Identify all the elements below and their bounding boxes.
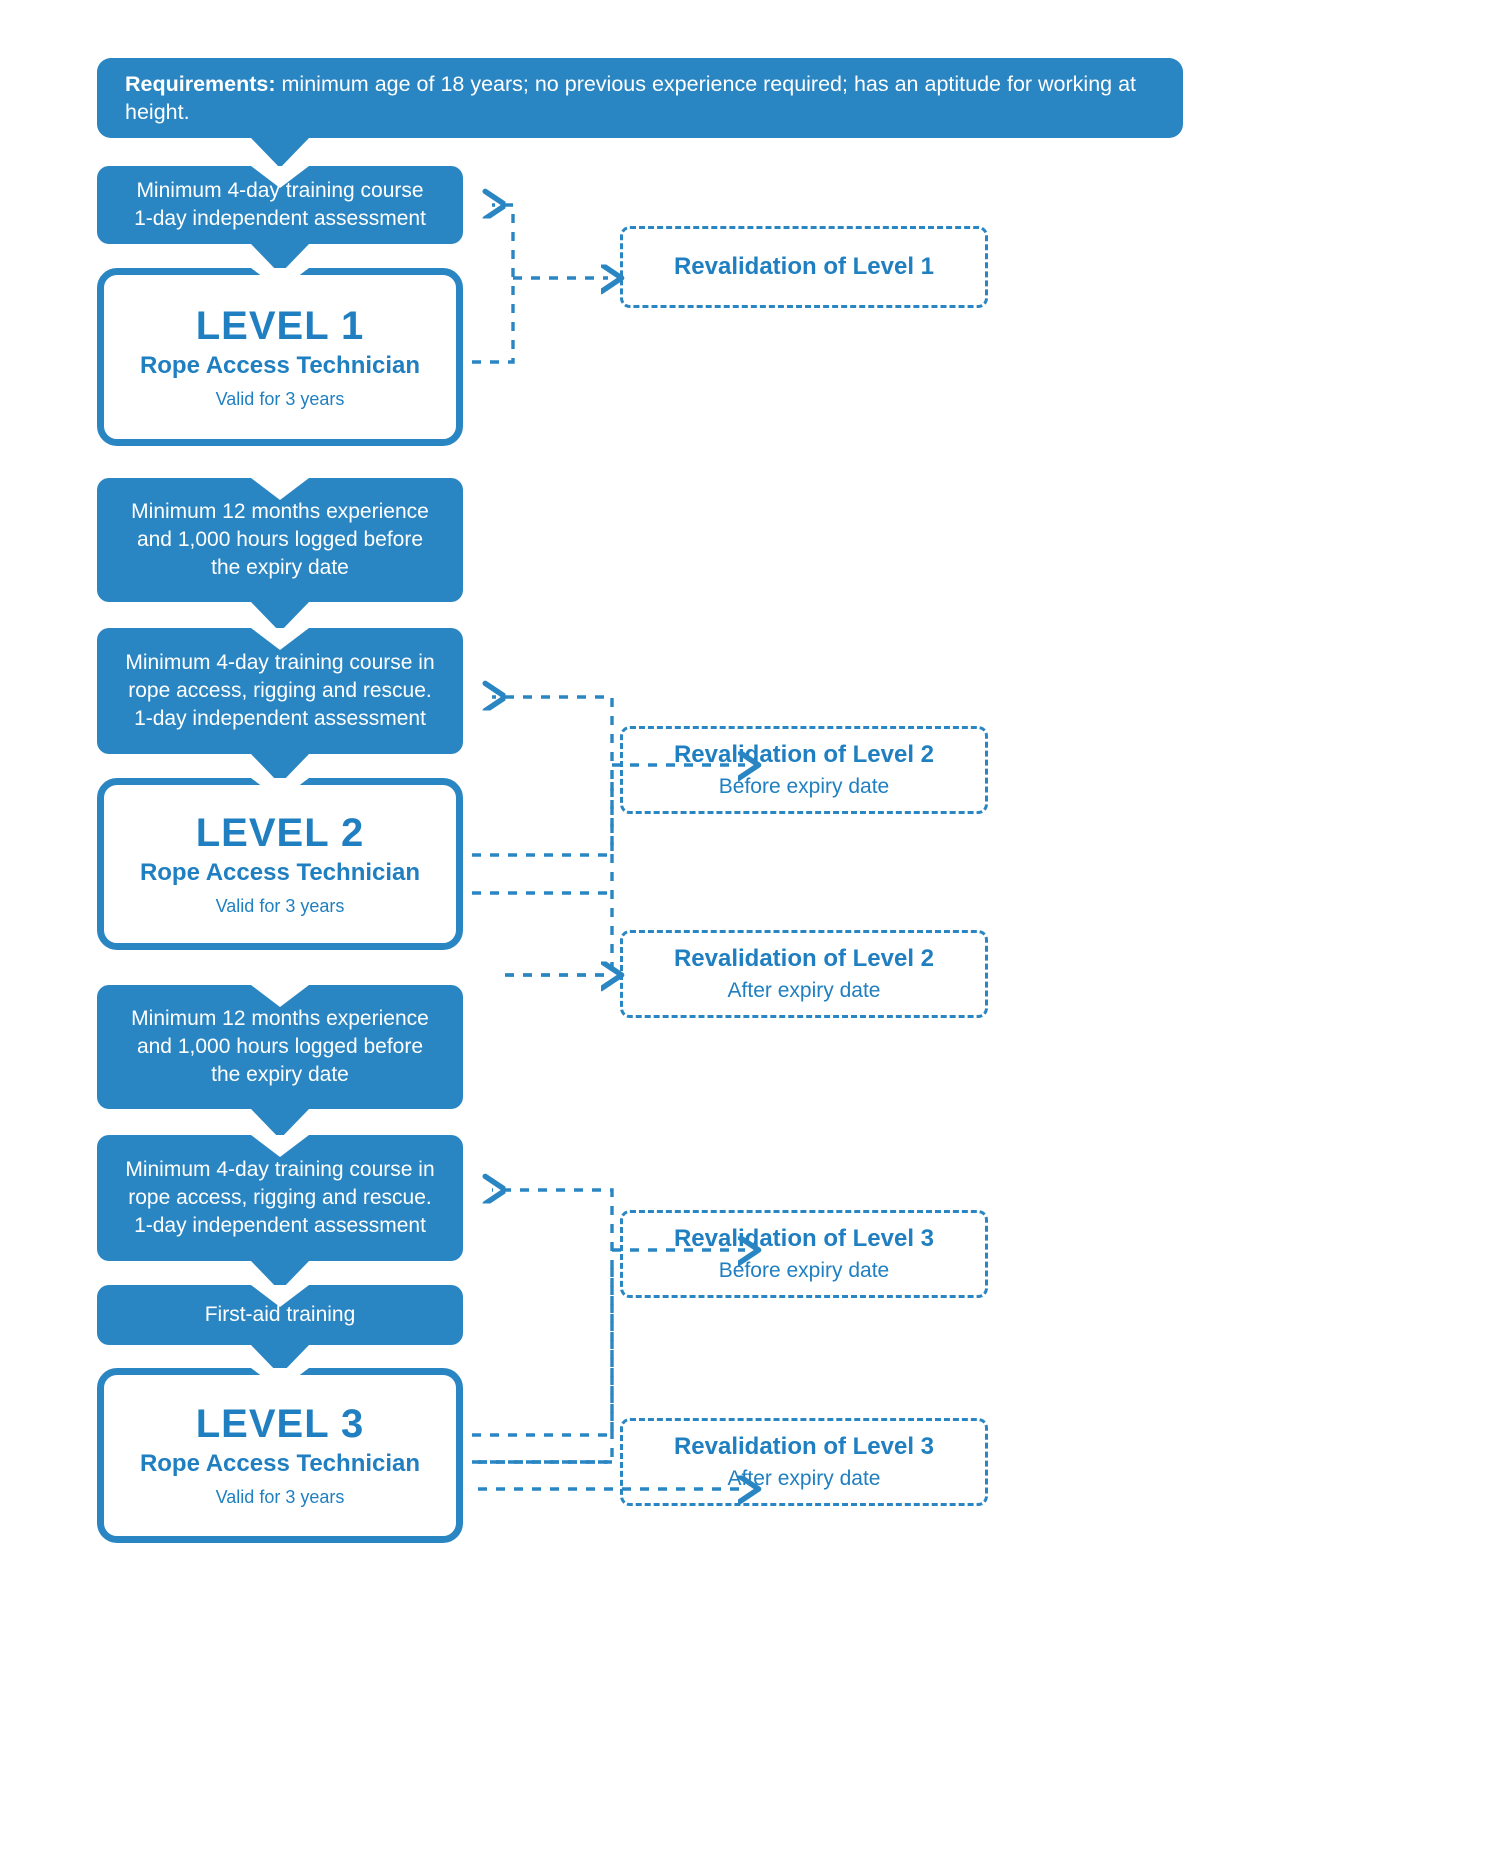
revalidation-level-3-before-box: Revalidation of Level 3 Before expiry da… (620, 1210, 988, 1298)
notch-level2-experience (251, 1109, 309, 1139)
step-first-aid-training-text: First-aid training (204, 1303, 356, 1327)
step-level3-training: Minimum 4-day training course in rope ac… (97, 1135, 463, 1261)
revalidation-level-2-after-note: After expiry date (727, 978, 881, 1002)
line-1: Minimum 12 months experience (131, 500, 429, 524)
level-1-box: LEVEL 1 Rope Access Technician Valid for… (97, 268, 463, 446)
level-1-subtitle: Rope Access Technician (139, 351, 421, 379)
line-3: 1-day independent assessment (134, 706, 426, 730)
connector-level2-to-reval2-after (472, 891, 612, 975)
requirements-banner: Requirements: minimum age of 18 years; n… (97, 58, 1183, 138)
wedge-level2-training (251, 628, 309, 650)
level-1-validity: Valid for 3 years (215, 388, 345, 409)
line-3: the expiry date (211, 1062, 349, 1086)
line-1: Minimum 12 months experience (131, 1007, 429, 1031)
step-level1-experience-text: Minimum 12 months experience and 1,000 h… (131, 498, 429, 581)
step-level2-experience-text: Minimum 12 months experience and 1,000 h… (131, 1005, 429, 1088)
line-1: Minimum 4-day training course in (125, 1158, 435, 1182)
wedge-level-1 (251, 268, 309, 290)
revalidation-level-2-before-box: Revalidation of Level 2 Before expiry da… (620, 726, 988, 814)
wedge-level1-training (251, 166, 309, 188)
level-2-validity: Valid for 3 years (215, 895, 345, 916)
level-2-title: LEVEL 2 (195, 810, 365, 855)
revalidation-level-3-after-title: Revalidation of Level 3 (673, 1433, 935, 1460)
line-2: rope access, rigging and rescue. (128, 1186, 432, 1210)
line-2: 1-day independent assessment (134, 207, 426, 230)
step-level2-training-text: Minimum 4-day training course in rope ac… (125, 649, 434, 732)
revalidation-level-2-after-title: Revalidation of Level 2 (673, 945, 935, 972)
revalidation-level-1-title: Revalidation of Level 1 (673, 252, 935, 280)
revalidation-level-2-before-note: Before expiry date (718, 774, 890, 798)
level-3-validity: Valid for 3 years (215, 1487, 345, 1508)
line-2: rope access, rigging and rescue. (128, 679, 432, 703)
wedge-level1-experience (251, 478, 309, 500)
step-level1-training-text: Minimum 4-day training course 1-day inde… (134, 177, 426, 232)
wedge-level3-training (251, 1135, 309, 1157)
step-level3-training-text: Minimum 4-day training course in rope ac… (125, 1156, 434, 1239)
line-1: Minimum 4-day training course in (125, 651, 435, 675)
revalidation-level-3-before-title: Revalidation of Level 3 (673, 1225, 935, 1252)
line-2: and 1,000 hours logged before (136, 1035, 424, 1059)
requirements-detail: minimum age of 18 years; no previous exp… (125, 71, 1137, 124)
notch-level1-experience (251, 602, 309, 632)
connector-level3-to-training (472, 1190, 614, 1437)
requirements-text: Requirements: minimum age of 18 years; n… (125, 70, 1167, 127)
wedge-level-3 (251, 1368, 309, 1390)
level-2-box: LEVEL 2 Rope Access Technician Valid for… (97, 778, 463, 950)
level-3-subtitle: Rope Access Technician (139, 1450, 421, 1478)
level-3-title: LEVEL 3 (195, 1402, 365, 1447)
wedge-first-aid (251, 1285, 309, 1307)
revalidation-level-3-after-box: Revalidation of Level 3 After expiry dat… (620, 1418, 988, 1506)
line-1: Minimum 4-day training course (136, 179, 424, 203)
revalidation-level-2-after-box: Revalidation of Level 2 After expiry dat… (620, 930, 988, 1018)
step-level1-experience: Minimum 12 months experience and 1,000 h… (97, 478, 463, 602)
revalidation-level-3-after-note: After expiry date (727, 1466, 881, 1490)
wedge-level2-experience (251, 985, 309, 1007)
notch-requirements (251, 138, 309, 168)
level-3-box: LEVEL 3 Rope Access Technician Valid for… (97, 1368, 463, 1543)
revalidation-level-2-before-title: Revalidation of Level 2 (673, 741, 935, 768)
requirements-label: Requirements: (125, 71, 276, 96)
line-3: the expiry date (211, 555, 349, 579)
revalidation-level-3-before-note: Before expiry date (718, 1258, 890, 1282)
line-3: 1-day independent assessment (134, 1213, 426, 1237)
connector-level1-to-training (472, 205, 515, 364)
revalidation-level-1-box: Revalidation of Level 1 (620, 226, 988, 308)
level-2-subtitle: Rope Access Technician (139, 858, 421, 886)
level-1-title: LEVEL 1 (195, 303, 365, 348)
line-2: and 1,000 hours logged before (136, 528, 424, 552)
wedge-level-2 (251, 778, 309, 800)
connector-level2-to-training (472, 697, 614, 857)
